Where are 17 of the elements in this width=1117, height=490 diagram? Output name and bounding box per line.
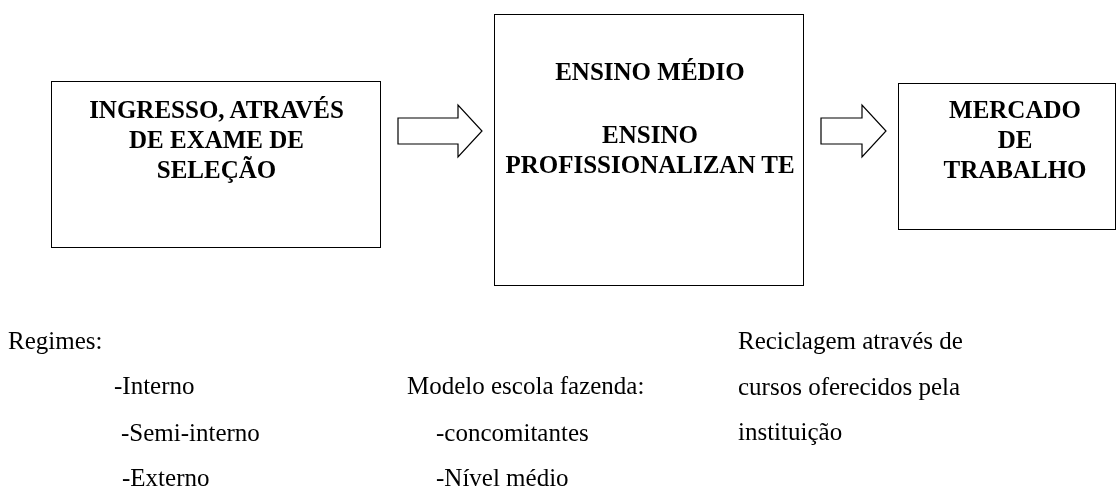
process-box [494,14,804,286]
box-text: INGRESSO, ATRAVÉS DE EXAME DE SELEÇÃO [88,95,345,185]
block-arrow [820,103,887,159]
note-text: -concomitantes [436,418,589,448]
note-text: Modelo escola fazenda: [407,371,645,401]
box-text: ENSINO PROFISSIONALIZAN TE [504,120,796,180]
box-text: MERCADO DE TRABALHO [942,95,1088,185]
note-text: -Externo [122,463,210,490]
note-text: Reciclagem através de cursos oferecidos pela instituição [738,326,964,447]
process-box [51,81,381,248]
note-text: -Interno [114,371,195,401]
note-text: Regimes: [8,326,103,356]
process-box [898,83,1116,230]
note-text: -Nível médio [436,463,569,490]
note-text: -Semi-interno [121,418,260,448]
box-heading: ENSINO MÉDIO [554,57,746,87]
block-arrow [397,103,483,159]
